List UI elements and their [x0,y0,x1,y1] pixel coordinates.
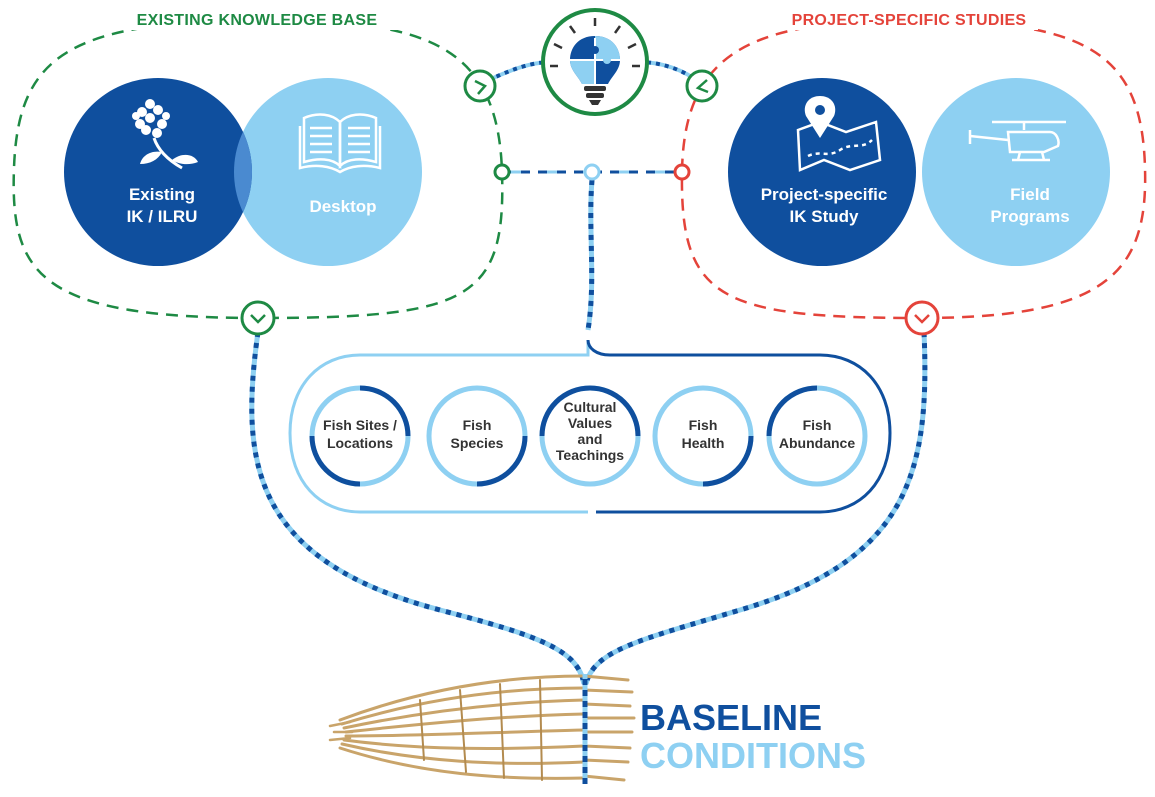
project-ik-label-1: Project-specific [761,185,888,204]
project-ik-label-2: IK Study [790,207,859,226]
baseline-title: BASELINE [640,697,822,738]
category-fish-abundance: Fish Abundance [766,385,868,487]
node-center [583,163,601,181]
category-cultural-line3: and [578,431,603,447]
category-fish-species-line2: Species [451,435,504,451]
connector-right-bottom [904,300,940,336]
node-left [493,163,511,181]
desktop-label: Desktop [309,197,376,216]
category-fish-abundance-line2: Abundance [779,435,855,451]
category-fish-sites: Fish Sites / Locations [309,385,411,487]
open-book-icon [298,113,382,174]
connector-left-bottom [240,300,276,336]
connector-left-top [463,69,497,103]
category-fish-health-line2: Health [682,435,725,451]
map-pin-icon [796,96,882,172]
existing-ik-label-2: IK / ILRU [127,207,198,226]
fish-trap-icon [328,674,636,782]
category-fish-species: Fish Species [426,385,528,487]
existing-knowledge-title: EXISTING KNOWLEDGE BASE [137,12,378,29]
category-list: Fish Sites / Locations Fish Species Cult… [309,385,868,487]
category-cultural-line4: Teachings [556,447,624,463]
rope-right-down [583,331,928,685]
category-fish-species-line1: Fish [463,417,492,433]
category-fish-sites-line1: Fish Sites / [323,417,397,433]
node-right [673,163,691,181]
field-programs-circle [922,78,1110,266]
lightbulb-puzzle-icon [541,8,649,116]
existing-ik-label-1: Existing [129,185,195,204]
category-container [288,340,590,514]
category-fish-abundance-line1: Fish [803,417,832,433]
field-programs-label-1: Field [1010,185,1050,204]
plant-icon [132,99,198,170]
existing-ik-circle [64,78,252,266]
project-studies-title: PROJECT-SPECIFIC STUDIES [792,12,1027,29]
category-fish-health: Fish Health [652,385,754,487]
conditions-title: CONDITIONS [640,735,866,776]
category-fish-sites-line2: Locations [327,435,393,451]
field-programs-label-2: Programs [990,207,1069,226]
category-cultural-values: Cultural Values and Teachings [539,385,641,487]
category-cultural-line2: Values [568,415,613,431]
category-fish-health-line1: Fish [689,417,718,433]
helicopter-icon [968,120,1066,162]
category-cultural-line1: Cultural [564,399,617,415]
connector-right-top [685,69,719,103]
desktop-circle [234,78,422,266]
